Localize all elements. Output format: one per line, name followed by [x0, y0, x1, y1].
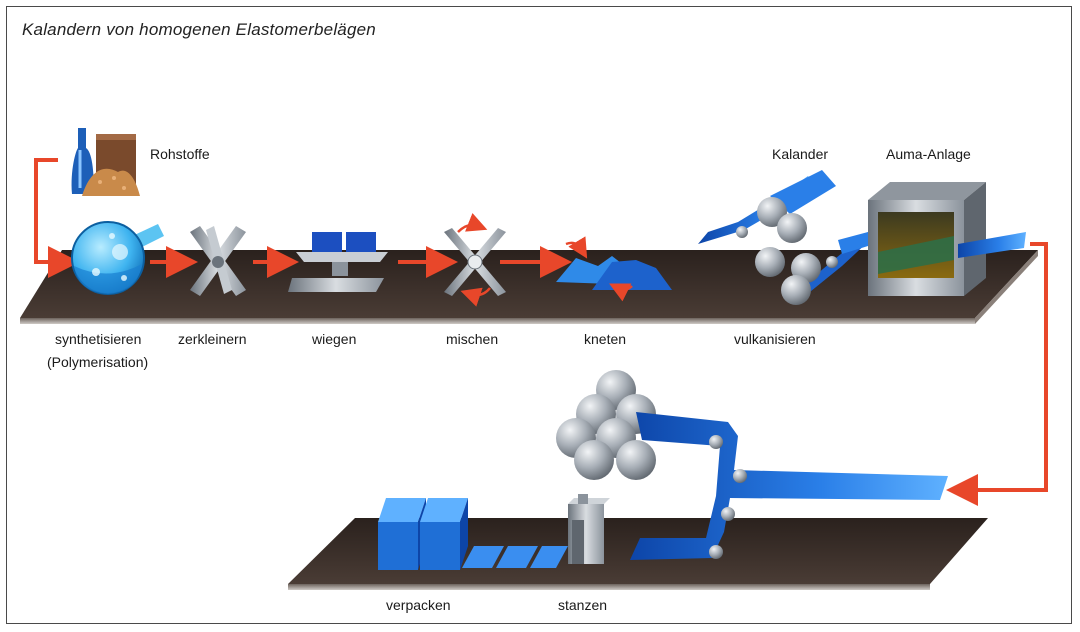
reactor-flask-icon — [71, 221, 164, 295]
packed-stacks-icon — [378, 498, 468, 570]
label-rohstoffe: Rohstoffe — [150, 146, 210, 162]
shredder-blades-icon — [190, 226, 246, 296]
label-zerkleinern: zerkleinern — [178, 331, 247, 347]
label-vulkanisieren: vulkanisieren — [734, 331, 816, 347]
label-kneten: kneten — [584, 331, 627, 347]
auma-oven-icon — [838, 182, 1026, 296]
flooring-sheet-path — [630, 412, 948, 560]
label-synthetisieren: synthetisieren — [55, 331, 142, 347]
label-kalander: Kalander — [772, 146, 829, 162]
raw-materials-icon — [71, 128, 140, 196]
label-auma-anlage: Auma-Anlage — [886, 146, 971, 162]
roll-stack-icon — [556, 370, 656, 480]
diagram-frame — [6, 6, 1072, 624]
cut-tiles-icon — [462, 546, 568, 568]
label-wiegen: wiegen — [312, 331, 357, 347]
label-polymerisation: (Polymerisation) — [47, 354, 149, 370]
diagram-title: Kalandern von homogenen Elastomerbelägen — [22, 20, 376, 39]
kneaded-compound-icon — [556, 236, 672, 302]
mixer-icon — [444, 213, 506, 307]
label-verpacken: verpacken — [386, 597, 451, 613]
punch-press-icon — [568, 494, 610, 564]
scale-icon — [288, 232, 388, 292]
label-stanzen: stanzen — [558, 597, 608, 613]
flow-arrows — [34, 158, 1048, 506]
label-mischen: mischen — [446, 331, 499, 347]
